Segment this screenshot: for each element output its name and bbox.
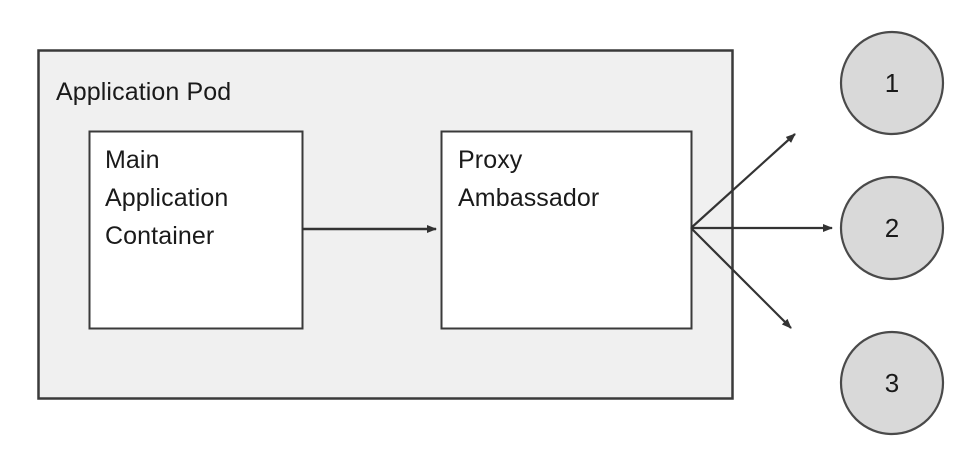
endpoint-circle-3 [839,330,945,436]
connector-proxy-to-endpoint-1 [690,133,796,229]
connector-proxy-to-endpoint-3 [690,227,792,329]
main-application-container-box [88,130,304,330]
endpoint-circle-2 [839,175,945,281]
proxy-ambassador-box [440,130,693,330]
endpoint-circle-1 [839,30,945,136]
